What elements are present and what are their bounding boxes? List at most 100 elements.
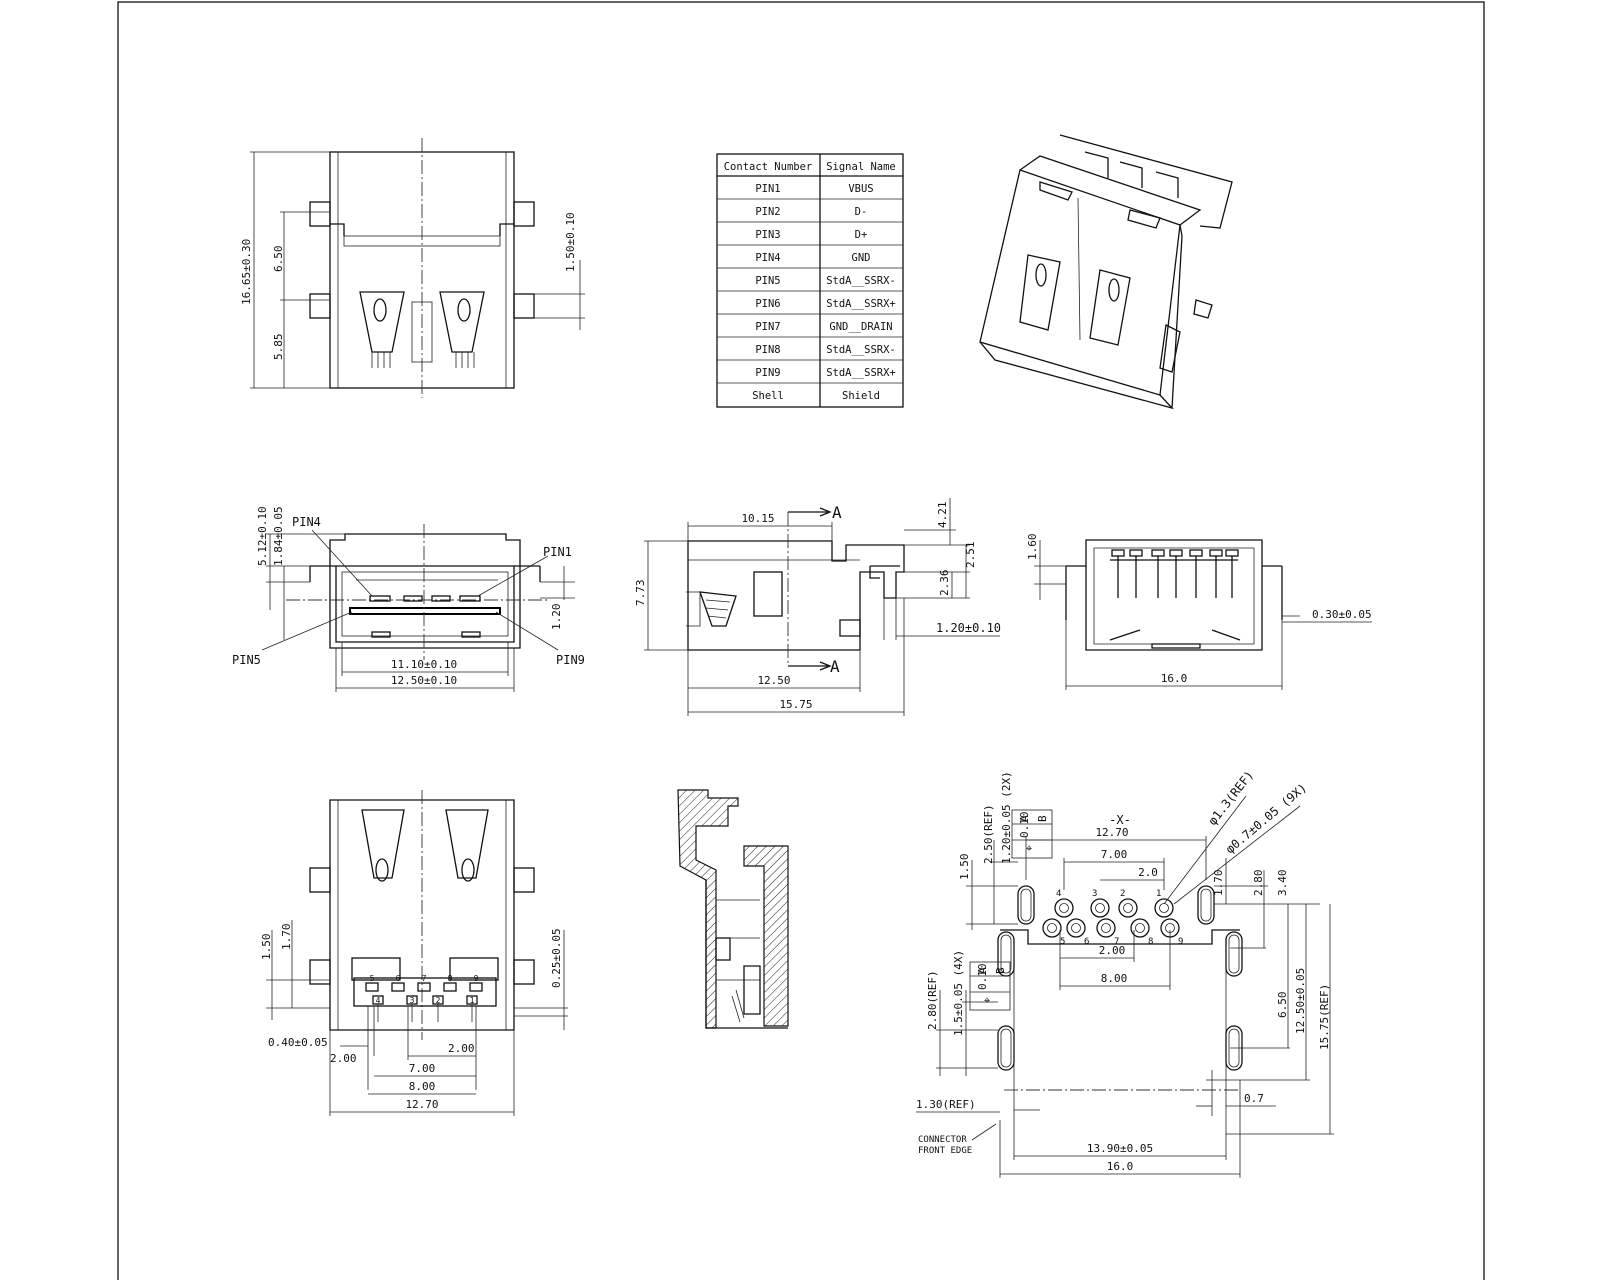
bv-pin-number: 2 xyxy=(436,996,441,1005)
isometric-view xyxy=(979,134,1233,410)
table-row-signal: VBUS xyxy=(848,183,873,195)
bv-pad-top xyxy=(443,982,457,992)
label-pin4: PIN4 xyxy=(292,515,321,529)
fp-tol-val: 0.10 xyxy=(1018,812,1031,839)
fp-hole-drill xyxy=(1101,923,1111,933)
fp-hole xyxy=(1096,918,1116,938)
table-row-contact: PIN4 xyxy=(755,252,780,264)
fp-hole-number: 4 xyxy=(1056,889,1061,899)
fp-hole-number: 3 xyxy=(1092,889,1097,899)
fp-hole xyxy=(1090,898,1110,918)
bv-pad-top xyxy=(417,982,431,992)
table-header-signal: Signal Name xyxy=(826,161,896,173)
dim-side-len2: 15.75 xyxy=(779,698,812,711)
fp-dim-07: 0.7 xyxy=(1244,1092,1264,1105)
fp-tol2-val: 0.10 xyxy=(976,964,989,991)
fp-dim-150: 1.50 xyxy=(958,854,971,881)
fp-hole xyxy=(1066,918,1086,938)
section-mark-bottom: A xyxy=(830,657,840,676)
dim-bv-f: 2.00 xyxy=(448,1042,475,1055)
table-row-contact: PIN7 xyxy=(755,321,780,333)
fp-hole-number: 6 xyxy=(1084,937,1089,947)
fp-hole-drill xyxy=(1123,903,1133,913)
bv-pad-top xyxy=(365,982,379,992)
fp-dim-280ref: 2.80(REF) xyxy=(926,970,939,1030)
table-row-contact: PIN2 xyxy=(755,206,780,218)
bv-pin-number: 9 xyxy=(474,974,479,983)
fp-tol-a: A xyxy=(1018,815,1031,822)
bv-pin-number: 3 xyxy=(410,996,415,1005)
fp-hole-number: 9 xyxy=(1178,937,1183,947)
dim-rear-thk: 0.30±0.05 xyxy=(1312,608,1372,621)
table-row-signal: StdA__SSRX- xyxy=(826,275,896,287)
dim-bv-i: 12.70 xyxy=(405,1098,438,1111)
dim-tab: 1.50±0.10 xyxy=(564,212,577,272)
rear-pin-head xyxy=(1225,549,1239,557)
dim-overall: 16.65±0.30 xyxy=(240,239,253,305)
dim-bv-c: 0.25±0.05 xyxy=(550,928,563,988)
dim-front-height: 5.12±0.10 xyxy=(256,506,269,566)
table-row-contact: PIN1 xyxy=(755,183,780,195)
fp-edge-note-2: FRONT EDGE xyxy=(918,1146,972,1156)
dim-side-h2: 2.51 xyxy=(964,542,977,569)
bv-pin-number: 4 xyxy=(376,996,381,1005)
front-view: PIN4 PIN1 PIN5 PIN9 5.12±0.10 1.84±0.05 … xyxy=(232,506,585,692)
fp-hole xyxy=(1054,898,1074,918)
table-row-signal: StdA__SSRX+ xyxy=(826,367,896,379)
bv-pad-top xyxy=(469,982,483,992)
dim-front-outer-w: 12.50±0.10 xyxy=(391,674,457,687)
rear-view: 1.60 0.30±0.05 16.0 xyxy=(1026,534,1372,690)
fp-dim-slot-4x: 1.5±0.05 (4X) xyxy=(952,950,965,1036)
rear-pin-head xyxy=(1209,549,1223,557)
side-view: A A 10.15 4.21 2.51 2.36 7.73 1.20±0.10 … xyxy=(634,498,1001,716)
fp-hole xyxy=(1154,898,1174,918)
table-row-signal: Shield xyxy=(842,390,880,402)
fp-datum: -X- xyxy=(1109,813,1131,827)
dim-bv-a: 1.50 xyxy=(260,934,273,961)
dim-lower: 5.85 xyxy=(272,334,285,361)
fp-hole-drill xyxy=(1047,923,1057,933)
dim-side-top: 10.15 xyxy=(741,512,774,525)
fp-hole-drill xyxy=(1059,903,1069,913)
table-row-signal: D+ xyxy=(855,229,868,241)
bv-pin-number: 5 xyxy=(370,974,375,983)
dim-side-h3: 2.36 xyxy=(938,570,951,597)
dim-bv-g: 7.00 xyxy=(409,1062,436,1075)
dim-bv-d: 0.40±0.05 xyxy=(268,1036,328,1049)
bv-pin-number: 8 xyxy=(448,974,453,983)
fp-hole xyxy=(1042,918,1062,938)
fp-dim-200: 2.00 xyxy=(1099,944,1126,957)
fp-hole-drill xyxy=(1071,923,1081,933)
dim-side-len1: 12.50 xyxy=(757,674,790,687)
table-row-contact: PIN8 xyxy=(755,344,780,356)
table-row-signal: StdA__SSRX+ xyxy=(826,298,896,310)
dim-rear-h: 1.60 xyxy=(1026,534,1039,561)
fp-dim-280: 2.80 xyxy=(1252,870,1265,897)
fp-edge-note-1: CONNECTOR xyxy=(918,1135,967,1145)
dim-side-tail: 1.20±0.10 xyxy=(936,621,1001,635)
top-view: 16.65±0.30 6.50 5.85 1.50±0.10 xyxy=(240,138,585,398)
dim-front-inner-w: 11.10±0.10 xyxy=(391,658,457,671)
fp-dim-pitch-big: 12.70 xyxy=(1095,826,1128,839)
fp-hole xyxy=(1130,918,1150,938)
sheet-border xyxy=(117,1,1485,1280)
fp-dim-130ref: 1.30(REF) xyxy=(916,1098,976,1111)
dim-side-h1: 4.21 xyxy=(936,502,949,529)
table-row-contact: PIN9 xyxy=(755,367,780,379)
section-view xyxy=(677,789,789,1029)
dim-bv-e: 2.00 xyxy=(330,1052,357,1065)
dim-bv-h: 8.00 xyxy=(409,1080,436,1093)
table-row-contact: PIN6 xyxy=(755,298,780,310)
table-row-signal: GND__DRAIN xyxy=(829,321,892,333)
fp-tol-sym: ⌖ xyxy=(1026,842,1032,855)
dim-bv-b: 1.70 xyxy=(280,924,293,951)
rear-pin-head xyxy=(1151,549,1165,557)
rear-pin-head xyxy=(1111,549,1125,557)
table-header-contact: Contact Number xyxy=(724,161,813,173)
dim-front-inner-h: 1.20 xyxy=(550,604,563,631)
fp-tol-b: B xyxy=(1036,815,1049,822)
fp-tol2-sym: ⌖ xyxy=(984,994,990,1007)
